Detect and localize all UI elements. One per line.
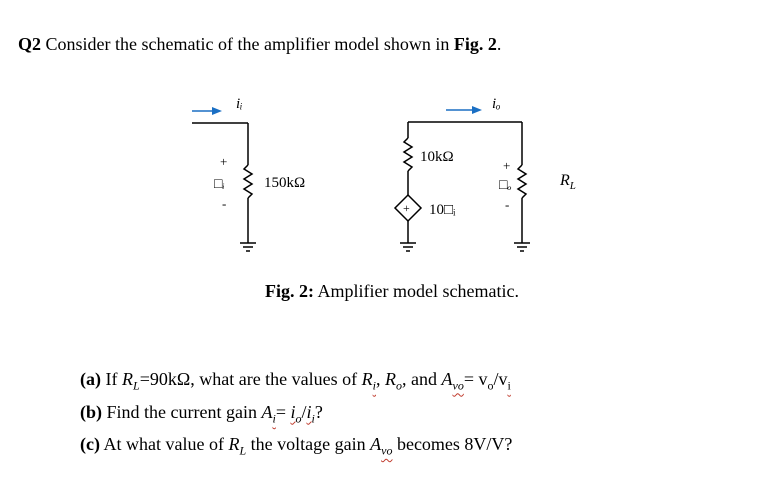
part-c-text-3: becomes 8V/V? (392, 434, 513, 455)
input-plus-sign: + (220, 154, 227, 169)
question-part-b: (b) Find the current gain Ai= io/ii? (80, 401, 323, 426)
input-ground-icon (240, 242, 256, 252)
output-branch-wires (402, 121, 522, 243)
input-voltage-label: □ᵢ (214, 177, 225, 192)
question-period: . (496, 34, 502, 54)
part-b-tag: (b) (80, 401, 102, 422)
part-a-text-2: =90kΩ, what are the values of (139, 369, 362, 389)
part-a-text-4: = v (463, 369, 488, 389)
load-R: R (559, 172, 570, 189)
question-parts: (a) If RL=90kΩ, what are the values of R… (80, 366, 512, 464)
output-plus-sign: + (503, 158, 510, 173)
output-voltage-label: □ₒ (499, 178, 511, 193)
question-text: Consider the schematic of the amplifier … (45, 34, 454, 54)
output-source-ground-icon (400, 242, 416, 252)
part-c-text-1: At what value of (99, 434, 229, 455)
part-a-text-3: , and (402, 369, 442, 389)
part-b-text-4: ? (314, 401, 323, 422)
question-number: Q2 (18, 34, 42, 54)
figure-caption-label: Fig. 2: (265, 281, 314, 301)
dependent-source-plus: + (403, 201, 410, 215)
dependent-source-label: 10□ᵢ (429, 202, 456, 218)
input-current-arrow (192, 107, 222, 115)
part-c-tag: (c) (80, 434, 100, 455)
load-branch-wires (516, 122, 528, 243)
part-a-text-1: If (101, 369, 122, 389)
question-part-c: (c) At what value of RL the voltage gain… (80, 434, 513, 458)
output-current-arrow (446, 106, 482, 114)
output-resistor-label: 10kΩ (420, 149, 454, 165)
dependent-source-icon (393, 193, 423, 223)
input-branch-wires (192, 122, 254, 243)
question-title: Q2 Consider the schematic of the amplifi… (18, 34, 501, 55)
part-a-tag: (a) (80, 369, 101, 389)
part-a-text-5: /v (493, 369, 508, 389)
part-b-text-2: = (275, 401, 291, 422)
output-current-label: iₒ (492, 96, 500, 112)
load-sub: L (569, 180, 576, 192)
input-minus-sign: - (222, 196, 226, 211)
figure-caption: Fig. 2: Amplifier model schematic. (265, 281, 519, 302)
output-minus-sign: - (505, 197, 509, 212)
part-b-text-1: Find the current gain (102, 401, 262, 422)
part-b-text-3: / (301, 401, 307, 422)
fig-reference: Fig. 2 (453, 34, 497, 54)
amplifier-schematic: iᵢ 150kΩ + □ᵢ - 10kΩ + 10□ᵢ iₒ (192, 96, 576, 252)
load-resistor-label: RL (559, 172, 576, 192)
figure-caption-text: Amplifier model schematic. (314, 281, 519, 301)
input-resistor-label: 150kΩ (264, 175, 305, 191)
part-c-text-2: the voltage gain (246, 434, 371, 455)
question-part-a: (a) If RL=90kΩ, what are the values of R… (80, 369, 511, 393)
input-current-label: iᵢ (236, 96, 243, 112)
load-ground-icon (514, 242, 530, 252)
